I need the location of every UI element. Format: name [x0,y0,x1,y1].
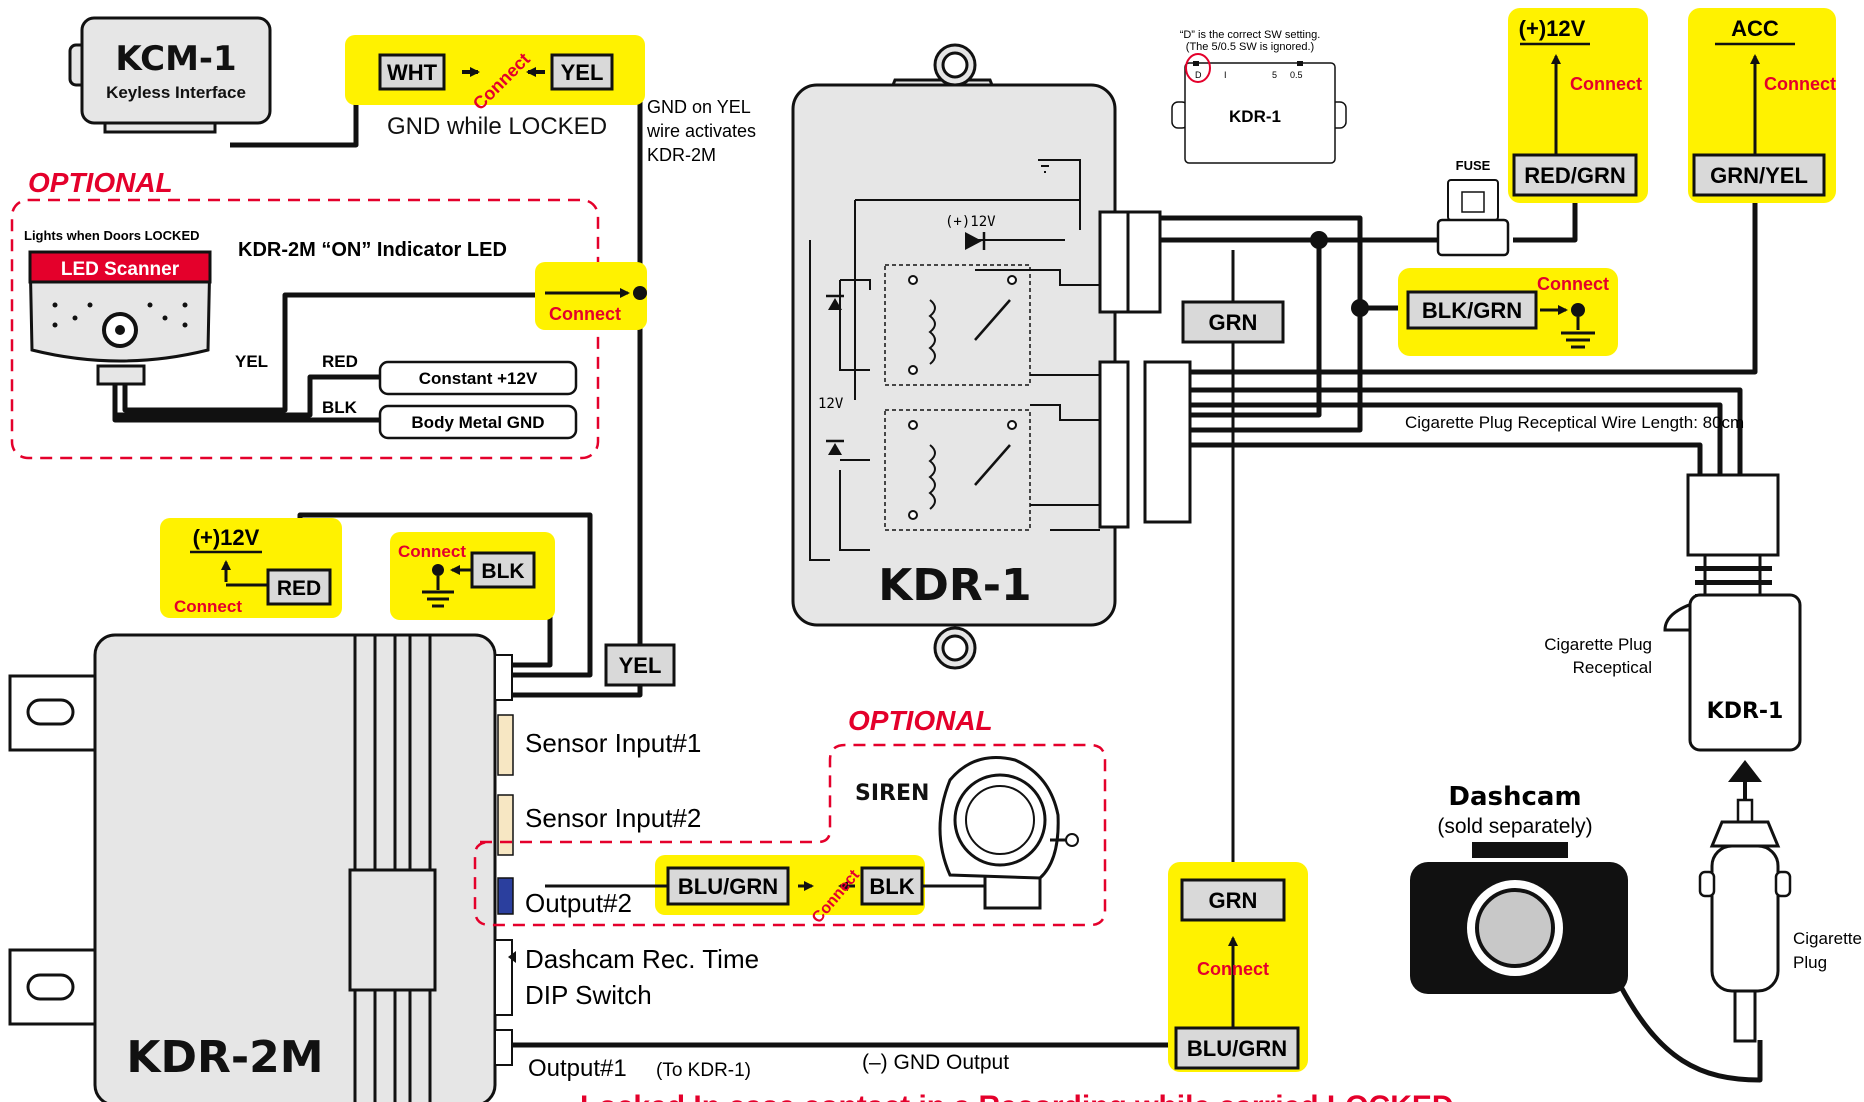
sw-inset: “D” is the correct SW setting. (The 5/0.… [1171,29,1347,164]
siren-device [938,756,1079,910]
kdr2m-device: KDR-2M Sensor Input#1 Sensor Input#2 Out… [8,633,1009,1102]
sw-tick-d: D [1195,70,1202,80]
kcm1-name: KCM-1 [115,39,236,79]
power-red-tag: RED [277,577,321,600]
dip-line2: DIP Switch [525,980,652,1010]
lights-caption: Lights when Doors LOCKED [24,228,200,243]
output1-label: Output#1 [528,1055,627,1082]
ground-blk-block: Connect BLK [390,532,555,620]
led-scanner-label: LED Scanner [61,259,180,280]
kcm-yel-tag: YEL [561,60,604,85]
wires [112,69,1763,1083]
kdr1-12v-top: (+)12V [945,214,996,230]
blkgrn-connect: Connect [1537,274,1609,294]
acc-block: ACC Connect GRN/YEL [1688,8,1836,203]
optional-siren-title: OPTIONAL [848,705,993,736]
wire-yel-label: YEL [235,352,268,371]
power-red-connect: Connect [174,597,242,616]
sw-tick-05: 0.5 [1290,70,1303,80]
dashcam-note: (sold separately) [1437,815,1592,838]
kdr1-12v-side: 12V [818,396,844,412]
bottom-caption: Locked In case contact in a Recording wh… [580,1090,1454,1102]
cig-plug-line2: Plug [1793,953,1827,972]
gnd-output-label: (–) GND Output [862,1051,1009,1074]
sensor2-label: Sensor Input#2 [525,803,701,833]
fuse: FUSE [1436,158,1510,257]
plus12-connect: Connect [1570,74,1642,94]
sw-tick-i: I [1224,70,1227,80]
sensor1-label: Sensor Input#1 [525,728,701,758]
cig-recept-device: KDR-1 [1707,699,1784,724]
acc-connect: Connect [1764,74,1836,94]
sw-note-2: (The 5/0.5 SW is ignored.) [1186,41,1314,53]
kcm-link: WHT YEL Connect GND while LOCKED [345,35,645,140]
output1-note: (To KDR-1) [656,1060,751,1081]
kcm-wht-tag: WHT [387,60,438,85]
cig-recept-line1: Cigarette Plug [1544,635,1652,654]
gnd-locked-caption: GND while LOCKED [387,113,607,140]
siren-blk-tag: BLK [869,874,914,899]
power-red-top: (+)12V [193,525,260,550]
cig-plug-line1: Cigarette [1793,929,1862,948]
sw-tick-5: 5 [1272,70,1277,80]
dashcam-title: Dashcam [1448,782,1581,812]
blkgrn-block: BLK/GRN Connect [1310,231,1618,356]
gnd-note: GND on YEL wire activates KDR-2M [646,97,756,165]
kdr1-name: KDR-1 [878,560,1031,611]
gnd-note-line2: wire activates [646,121,756,141]
optional-siren-section: OPTIONAL SIREN BLU/GRN BLK Connect [473,705,1107,927]
sw-inset-name: KDR-1 [1229,107,1281,126]
dip-line1: Dashcam Rec. Time [525,944,759,974]
cig-recept-line2: Receptical [1573,658,1652,677]
output2-label: Output#2 [525,888,632,918]
led-scanner-device: LED Scanner [28,250,212,386]
ground-blk-tag: BLK [481,560,524,583]
plus12-block: (+)12V Connect RED/GRN [1508,8,1648,203]
dashcam: Dashcam (sold separately) [1410,782,1628,994]
blkgrn-tag: BLK/GRN [1422,298,1522,323]
plus12-top: (+)12V [1519,16,1586,41]
yel-tag: YEL [619,653,662,678]
acc-tag: GRN/YEL [1710,163,1808,188]
cig-receptacle: KDR-1 Cigarette Plug Receptical [1544,473,1802,800]
kdr1-module: (+)12V 12V KDR-1 GRN [791,43,1285,670]
kdr2m-name: KDR-2M [126,1032,323,1083]
gnd-note-line1: GND on YEL [647,97,751,117]
siren-blugrn-tag: BLU/GRN [678,874,778,899]
power-red-block: (+)12V RED Connect [160,518,342,618]
fuse-label: FUSE [1456,158,1491,173]
wire-blk-label: BLK [322,398,358,417]
led-connect-label: Connect [549,304,621,324]
optional-led-section: OPTIONAL Lights when Doors LOCKED KDR-2M… [10,167,647,460]
acc-top: ACC [1731,16,1779,41]
kcm1-device: KCM-1 Keyless Interface [68,16,272,134]
cig-plug: Cigarette Plug [1698,798,1862,1043]
kcm1-subtitle: Keyless Interface [106,83,246,102]
grn-blugrn-block: GRN Connect BLU/GRN [1168,862,1308,1072]
wire-red-label: RED [322,352,358,371]
grn-bottom-tag: GRN [1209,888,1258,913]
siren-label: SIREN [855,781,929,806]
plus12-tag: RED/GRN [1524,163,1625,188]
blugrn-bottom-tag: BLU/GRN [1187,1036,1287,1061]
kdr1-grn-tag: GRN [1209,310,1258,335]
constant-12v-label: Constant +12V [419,369,538,388]
yel-tag-box [604,643,676,687]
optional-top-title: OPTIONAL [28,167,173,198]
body-gnd-label: Body Metal GND [411,413,544,432]
sw-note-1: “D” is the correct SW setting. [1180,29,1321,41]
cig-length-label: Cigarette Plug Receptical Wire Length: 8… [1405,413,1744,432]
grn-bottom-connect: Connect [1197,959,1269,979]
gnd-note-line3: KDR-2M [647,145,716,165]
ground-blk-connect: Connect [398,542,466,561]
indicator-title: KDR-2M “ON” Indicator LED [238,239,507,261]
